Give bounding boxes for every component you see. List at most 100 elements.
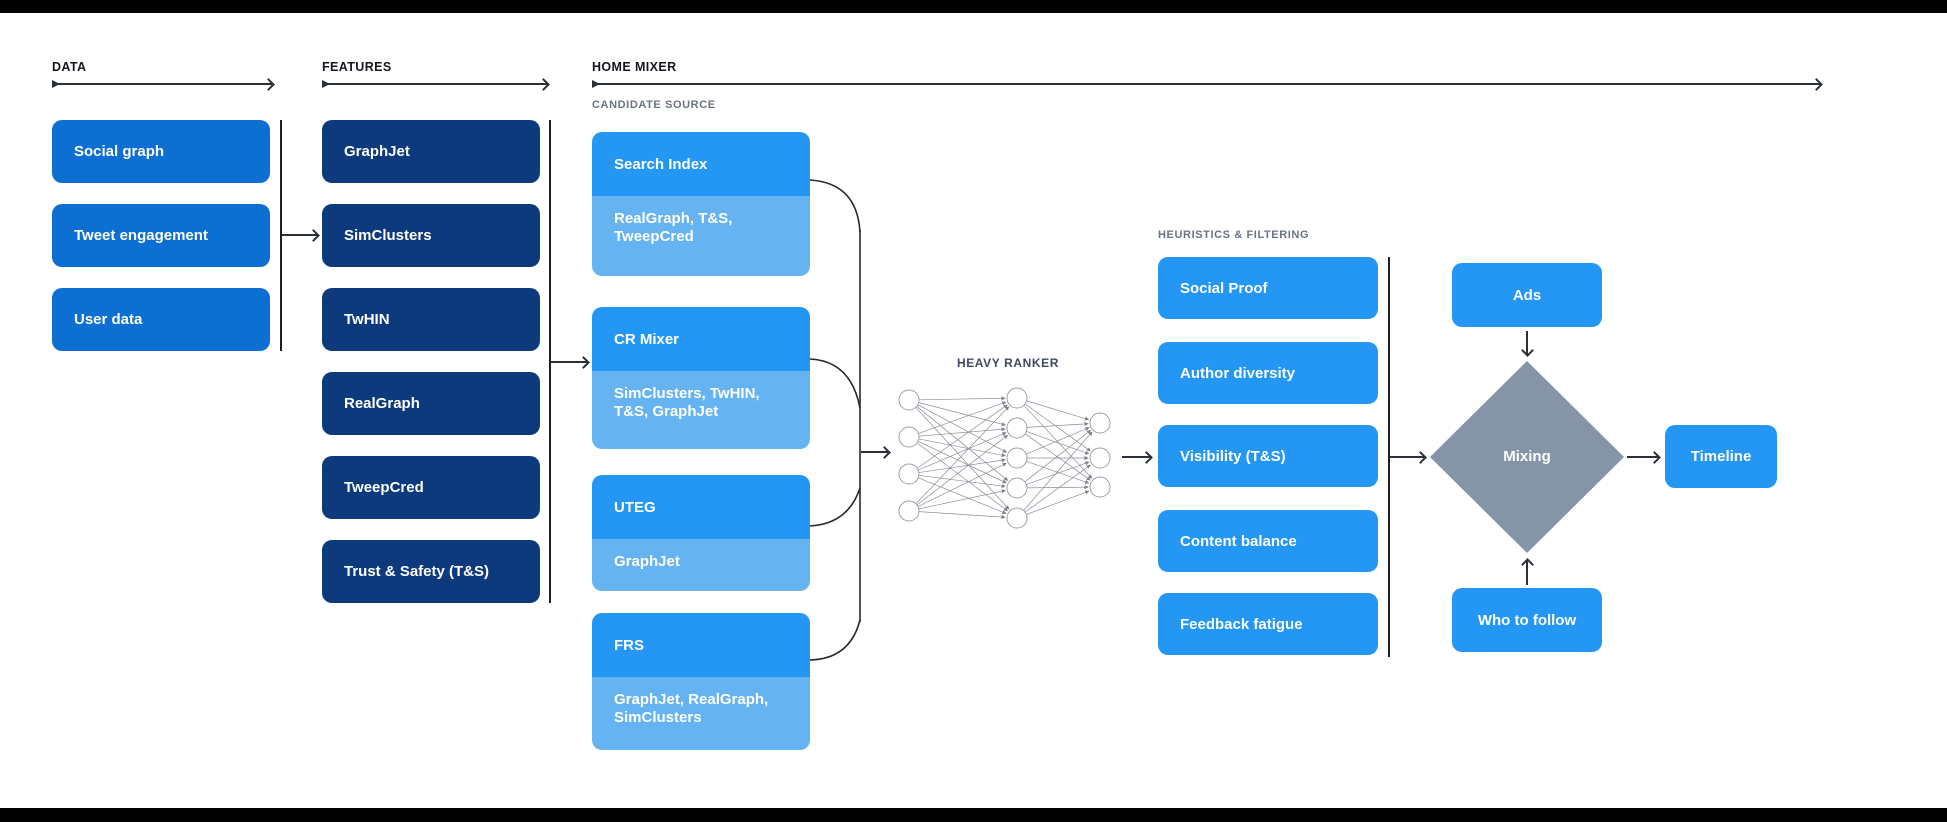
arrow-heuristics-to-mixing <box>1390 456 1424 458</box>
section-arrow-features <box>322 80 547 88</box>
nn-edge <box>1026 490 1090 515</box>
heuristic-box-feedback-fatigue: Feedback fatigue <box>1158 593 1378 655</box>
nn-edge <box>1024 464 1091 513</box>
heuristic-box-content-balance: Content balance <box>1158 510 1378 572</box>
box-label: TwHIN <box>344 311 390 328</box>
candidate-box-title: FRS <box>592 613 810 677</box>
candidate-box-sources: RealGraph, T&S, TweepCred <box>592 196 810 276</box>
divider-heuristics-mixing <box>1388 257 1390 657</box>
candidate-box-frs: FRS GraphJet, RealGraph, SimClusters <box>592 613 810 750</box>
data-box-social-graph: Social graph <box>52 120 270 183</box>
nn-edge <box>1026 400 1090 421</box>
nn-node <box>898 500 920 522</box>
nn-node <box>1006 477 1028 499</box>
nn-edge <box>1026 427 1090 455</box>
nn-node <box>1089 412 1111 434</box>
box-label: Visibility (T&S) <box>1180 447 1286 465</box>
nn-edge <box>918 477 1007 515</box>
box-label: Timeline <box>1690 448 1752 465</box>
connector-cr-mixer <box>809 358 861 409</box>
nn-edge <box>1026 421 1089 428</box>
letterbox-bar-bottom <box>0 808 1947 822</box>
box-label: FRS <box>614 636 644 654</box>
candidate-box-cr-mixer: CR Mixer SimClusters, TwHIN, T&S, GraphJ… <box>592 307 810 449</box>
box-label: TweepCred <box>344 479 424 496</box>
candidate-box-title: CR Mixer <box>592 307 810 371</box>
nn-edge <box>1026 460 1090 484</box>
box-label: UTEG <box>614 498 656 516</box>
box-label: GraphJet <box>344 143 410 160</box>
nn-node <box>898 463 920 485</box>
candidate-box-uteg: UTEG GraphJet <box>592 475 810 591</box>
arrow-candidates-to-ranker <box>861 451 888 453</box>
box-label: User data <box>74 311 143 328</box>
nn-edge <box>915 406 1010 505</box>
box-label: Author diversity <box>1180 364 1296 382</box>
nn-node <box>1089 476 1111 498</box>
heavy-ranker-title: HEAVY RANKER <box>956 356 1060 370</box>
nn-edge <box>918 489 1006 510</box>
heuristic-box-social-proof: Social Proof <box>1158 257 1378 319</box>
nn-edge <box>1026 431 1090 455</box>
nn-edge <box>916 406 1009 481</box>
box-label: Ads <box>1512 286 1542 304</box>
divider-features-homemixer <box>549 120 551 603</box>
feature-box-twhin: TwHIN <box>322 288 540 351</box>
arrow-data-to-features <box>282 234 317 236</box>
nn-edge <box>1023 405 1093 479</box>
nn-edge <box>915 407 1010 510</box>
box-label: Tweet engagement <box>74 227 208 244</box>
box-label: Trust & Safety (T&S) <box>344 563 490 580</box>
candidate-source-title: CANDIDATE SOURCE <box>592 99 716 111</box>
nn-node <box>1006 417 1028 439</box>
candidate-collector-curves <box>809 179 861 661</box>
box-label: Content balance <box>1180 532 1297 550</box>
nn-edge <box>918 458 1006 473</box>
connector-frs <box>809 619 861 661</box>
mixing-label: Mixing <box>1503 448 1551 465</box>
box-label: Social graph <box>74 143 165 160</box>
box-label: Search Index <box>614 155 708 173</box>
ads-box: Ads <box>1452 263 1602 327</box>
box-label: SimClusters <box>344 227 432 244</box>
letterbox-bar-top <box>0 0 1947 13</box>
nn-node <box>898 389 920 411</box>
candidate-box-title: Search Index <box>592 132 810 196</box>
nn-edge <box>918 427 1006 437</box>
heuristics-title: HEURISTICS & FILTERING <box>1158 229 1310 241</box>
section-title-home-mixer: HOME MIXER <box>592 60 677 74</box>
nn-edge <box>917 440 1007 484</box>
data-box-user-data: User data <box>52 288 270 351</box>
feature-box-simclusters: SimClusters <box>322 204 540 267</box>
nn-edge <box>916 404 1008 469</box>
nn-edge <box>1024 429 1092 483</box>
arrow-ads-to-mixing <box>1526 331 1528 354</box>
nn-edge <box>916 434 1009 506</box>
nn-edge <box>1026 485 1089 490</box>
data-box-tweet-engagement: Tweet engagement <box>52 204 270 267</box>
feature-box-trust-safety: Trust & Safety (T&S) <box>322 540 540 603</box>
nn-edge <box>917 404 1008 453</box>
who-to-follow-box: Who to follow <box>1452 588 1602 652</box>
nn-node <box>1089 447 1111 469</box>
box-label: Social Proof <box>1180 279 1268 297</box>
box-label: CR Mixer <box>614 330 680 348</box>
arrow-features-to-candidate-source <box>551 361 587 363</box>
timeline-box: Timeline <box>1665 425 1777 488</box>
connector-uteg <box>809 487 861 527</box>
box-label: Feedback fatigue <box>1180 615 1303 633</box>
candidate-box-title: UTEG <box>592 475 810 539</box>
section-arrow-home-mixer <box>592 80 1820 88</box>
arrow-mixing-to-timeline <box>1627 456 1658 458</box>
arrow-whotofollow-to-mixing <box>1526 561 1528 585</box>
nn-edge <box>1026 461 1090 485</box>
feature-box-tweepcred: TweepCred <box>322 456 540 519</box>
nn-edge <box>918 402 1007 427</box>
connector-search-index <box>809 179 861 233</box>
box-label: RealGraph <box>344 395 420 412</box>
nn-edge <box>916 442 1008 512</box>
nn-edge <box>918 438 1006 458</box>
box-label: Who to follow <box>1477 611 1577 629</box>
nn-edge <box>918 401 1007 434</box>
